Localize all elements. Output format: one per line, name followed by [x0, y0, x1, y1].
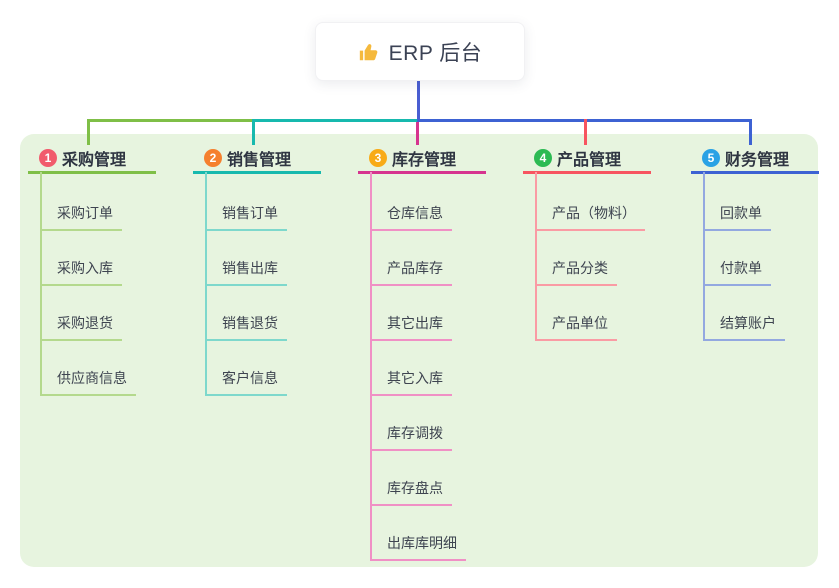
- child-node[interactable]: 出库库明细: [370, 534, 466, 561]
- child-node[interactable]: 其它出库: [370, 314, 452, 341]
- branch-node-5[interactable]: 5 财务管理: [691, 148, 819, 174]
- connector-segment: [749, 119, 752, 145]
- branch-number-badge: 4: [534, 149, 552, 167]
- connector-segment: [87, 119, 255, 122]
- child-node[interactable]: 回款单: [703, 204, 771, 231]
- canvas-panel: [20, 134, 818, 567]
- child-node[interactable]: 产品单位: [535, 314, 617, 341]
- child-node[interactable]: 销售订单: [205, 204, 287, 231]
- connector-segment: [87, 119, 90, 145]
- child-node[interactable]: 产品（物料）: [535, 204, 645, 231]
- connector-segment: [252, 119, 255, 145]
- root-node[interactable]: ERP 后台: [315, 22, 525, 81]
- branch-number-badge: 5: [702, 149, 720, 167]
- child-node[interactable]: 产品分类: [535, 259, 617, 286]
- branch-title: 销售管理: [227, 152, 292, 169]
- child-node[interactable]: 产品库存: [370, 259, 452, 286]
- root-node-title: ERP 后台: [388, 41, 483, 65]
- child-node[interactable]: 销售出库: [205, 259, 287, 286]
- child-node[interactable]: 客户信息: [205, 369, 287, 396]
- branch-node-3[interactable]: 3 库存管理: [358, 148, 486, 174]
- child-node[interactable]: 结算账户: [703, 314, 785, 341]
- branch-title: 采购管理: [62, 152, 127, 169]
- child-node[interactable]: 采购订单: [40, 204, 122, 231]
- child-node[interactable]: 其它入库: [370, 369, 452, 396]
- connector-segment: [252, 119, 419, 122]
- thumbs-up-icon: [358, 41, 380, 63]
- child-node[interactable]: 付款单: [703, 259, 771, 286]
- branch-node-2[interactable]: 2 销售管理: [193, 148, 321, 174]
- branch-title: 产品管理: [557, 152, 622, 169]
- branch-title: 库存管理: [392, 152, 457, 169]
- branch-title: 财务管理: [725, 152, 790, 169]
- child-node[interactable]: 库存盘点: [370, 479, 452, 506]
- child-node[interactable]: 库存调拨: [370, 424, 452, 451]
- child-node[interactable]: 仓库信息: [370, 204, 452, 231]
- branch-number-badge: 3: [369, 149, 387, 167]
- branch-node-1[interactable]: 1 采购管理: [28, 148, 156, 174]
- branch-number-badge: 2: [204, 149, 222, 167]
- child-node[interactable]: 采购入库: [40, 259, 122, 286]
- branch-spine-line: [370, 172, 372, 561]
- child-node[interactable]: 销售退货: [205, 314, 287, 341]
- branch-number-badge: 1: [39, 149, 57, 167]
- branch-node-4[interactable]: 4 产品管理: [523, 148, 651, 174]
- connector-segment: [584, 119, 587, 145]
- connector-segment: [417, 79, 420, 122]
- branch-spine-line: [703, 172, 705, 341]
- connector-segment: [416, 122, 419, 145]
- branch-spine-line: [535, 172, 537, 341]
- child-node[interactable]: 供应商信息: [40, 369, 136, 396]
- child-node[interactable]: 采购退货: [40, 314, 122, 341]
